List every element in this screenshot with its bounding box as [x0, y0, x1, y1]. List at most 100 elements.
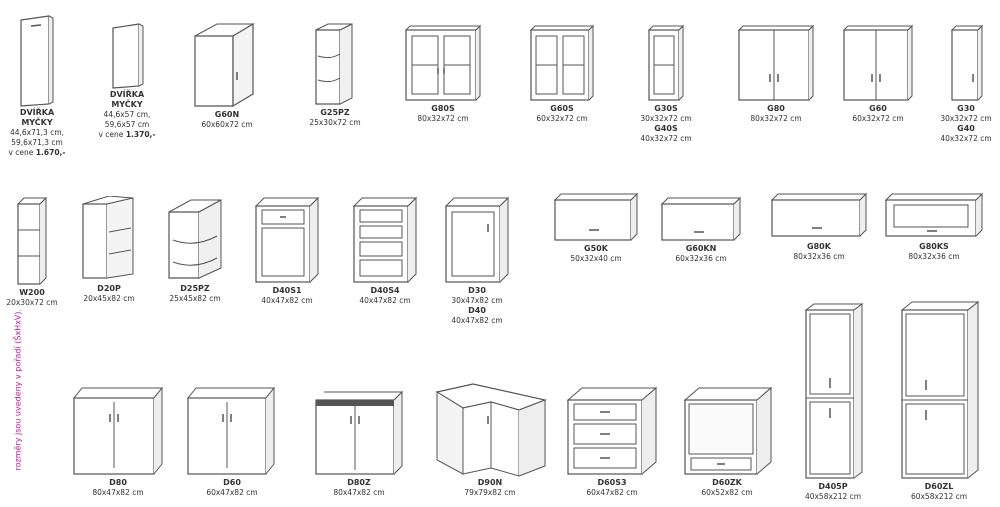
product-d25pz: D25PZ 25x45x82 cm	[160, 196, 230, 304]
product-dim: 30x32x72 cm	[640, 114, 692, 123]
product-code: G80K	[807, 242, 831, 251]
product-d30: D30 30x47x82 cm D40 40x47x82 cm	[438, 196, 516, 326]
product-code: G60N	[214, 110, 240, 119]
product-dim: 30x32x72 cm	[940, 114, 992, 123]
product-code: W200	[19, 288, 45, 297]
product-dim: 40x47x82 cm	[451, 316, 503, 325]
glass-cabinet-drawing	[404, 24, 482, 101]
product-code: G30S	[654, 104, 678, 113]
base-cabinet-2-doors-drawing	[72, 386, 164, 475]
product-dim: 40x47x82 cm	[359, 296, 411, 305]
product-dvirka-mycky-1: DVÍŘKA MYČKY 44,6x71,3 cm, 59,6x71,3 cm …	[6, 14, 68, 158]
wall-cabinet-drawing	[842, 24, 914, 101]
product-code: D25PZ	[180, 284, 210, 293]
base-cabinet-drawing	[444, 196, 510, 283]
product-dim: 40x47x82 cm	[261, 296, 313, 305]
product-dim: 80x47x82 cm	[92, 488, 144, 497]
product-dim: 59,6x71,3 cm	[11, 138, 63, 147]
dishwasher-door-drawing	[112, 23, 144, 89]
oven-cabinet-drawing	[683, 386, 773, 475]
product-d60zl: D60ZL 60x58x212 cm	[894, 300, 984, 502]
product-code: G80S	[431, 104, 455, 113]
product-dim: 40x58x212 cm	[804, 492, 862, 501]
product-dim: 60x58x212 cm	[910, 492, 968, 501]
product-dim: 20x45x82 cm	[83, 294, 135, 303]
product-g80k: G80K 80x32x36 cm	[766, 192, 872, 262]
product-dim: 60x32x36 cm	[675, 254, 727, 263]
product-code: D80Z	[347, 478, 371, 487]
wall-cabinet-drawing	[950, 24, 984, 101]
base-cabinet-4-drawers-drawing	[352, 196, 418, 283]
product-dim: 60x32x72 cm	[536, 114, 588, 123]
product-dim: 60x47x82 cm	[206, 488, 258, 497]
product-dim: 80x32x36 cm	[793, 252, 845, 261]
wall-cabinet-drawing	[737, 24, 815, 101]
product-code: D20P	[97, 284, 121, 293]
corner-cabinet-drawing	[194, 22, 255, 108]
product-d40s4: D40S4 40x47x82 cm	[348, 196, 422, 306]
product-dim: 80x32x36 cm	[908, 252, 960, 261]
product-d80: D80 80x47x82 cm	[68, 386, 168, 498]
product-d40s1: D40S1 40x47x82 cm	[250, 196, 324, 306]
product-dim: 25x45x82 cm	[169, 294, 221, 303]
product-g60kn: G60KN 60x32x36 cm	[656, 196, 746, 264]
product-dim: 44,6x57 cm,	[103, 110, 151, 119]
product-code: G25PZ	[320, 108, 350, 117]
product-code: D80	[109, 478, 127, 487]
product-g60n: G60N 60x60x72 cm	[178, 22, 276, 130]
product-code: DVÍŘKA	[19, 108, 55, 117]
product-dim: 59,6x57 cm	[104, 120, 150, 129]
product-code: G40S	[654, 124, 678, 133]
product-dim: 79x79x82 cm	[464, 488, 516, 497]
open-shelf-cabinet-drawing	[315, 23, 353, 105]
product-dim: 60x32x72 cm	[852, 114, 904, 123]
glass-cabinet-drawing	[647, 24, 685, 101]
product-dim: 40x32x72 cm	[640, 134, 692, 143]
product-dim: 80x47x82 cm	[333, 488, 385, 497]
corner-base-cabinet-drawing	[435, 383, 547, 477]
dishwasher-door-drawing	[20, 15, 54, 107]
product-g80: G80 80x32x72 cm	[730, 24, 822, 124]
product-dim: 50x32x40 cm	[570, 254, 622, 263]
product-g60s: G60S 60x32x72 cm	[520, 24, 604, 124]
product-code: G60S	[550, 104, 574, 113]
product-g30: G30 30x32x72 cm G40 40x32x72 cm	[932, 24, 1000, 144]
product-dim: 25x30x72 cm	[309, 118, 361, 127]
corner-open-shelf-drawing	[168, 199, 222, 279]
product-code: G30	[957, 104, 975, 113]
product-code: G60KN	[685, 244, 717, 253]
product-code: G40	[957, 124, 975, 133]
product-code: D40	[468, 306, 486, 315]
product-code: G80	[767, 104, 785, 113]
product-g25pz: G25PZ 25x30x72 cm	[300, 22, 370, 128]
base-shelf-drawing	[82, 196, 134, 279]
product-dim: 80x32x72 cm	[417, 114, 469, 123]
product-w200: W200 20x30x72 cm	[2, 196, 62, 308]
product-g80ks: G80KS 80x32x36 cm	[878, 192, 990, 262]
product-dim: 40x32x72 cm	[940, 134, 992, 143]
product-code: D60ZL	[924, 482, 954, 491]
base-cabinet-2-doors-drawing	[186, 386, 276, 475]
product-dim: 44,6x71,3 cm,	[9, 128, 65, 137]
product-d60zk: D60ZK 60x52x82 cm	[676, 386, 778, 498]
product-code: G80KS	[919, 242, 949, 251]
product-code: D60	[223, 478, 241, 487]
tall-cabinet-drawing	[900, 300, 980, 479]
dimension-order-note: rozměry jsou uvedeny v pořadí (ŠxHxV).	[13, 308, 23, 471]
product-g50k: G50K 50x32x40 cm	[548, 192, 644, 264]
base-cabinet-3-drawers-drawing	[566, 386, 658, 475]
product-g80s: G80S 80x32x72 cm	[398, 24, 488, 124]
product-code: D90N	[477, 478, 503, 487]
tall-cabinet-drawing	[804, 303, 864, 479]
product-d80z: D80Z 80x47x82 cm	[310, 390, 408, 498]
product-code: D40S1	[272, 286, 302, 295]
product-dim: 80x32x72 cm	[750, 114, 802, 123]
hood-cabinet-drawing	[770, 192, 868, 237]
sink-cabinet-drawing	[315, 390, 404, 475]
product-dim: 20x30x72 cm	[6, 298, 58, 307]
glass-cabinet-drawing	[529, 24, 595, 101]
product-dim: 60x52x82 cm	[701, 488, 753, 497]
product-d90n: D90N 79x79x82 cm	[432, 382, 548, 498]
product-code: D40S4	[370, 286, 400, 295]
product-dim: 60x60x72 cm	[201, 120, 253, 129]
